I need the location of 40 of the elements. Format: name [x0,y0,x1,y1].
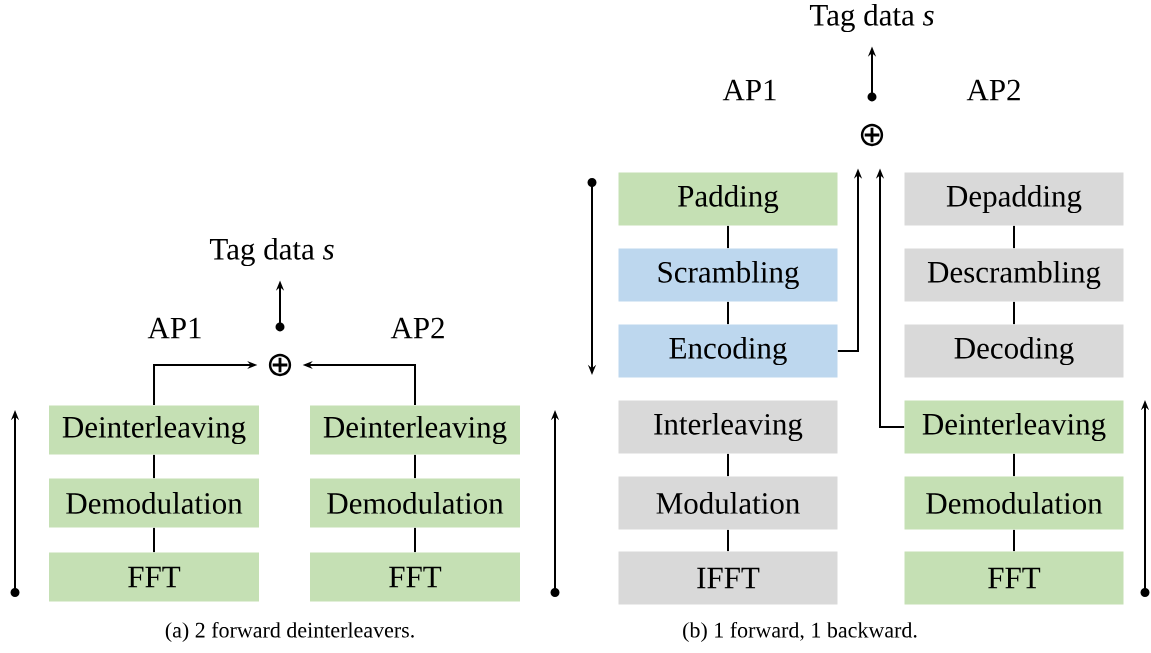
process-box: FFT [310,552,520,602]
process-box: Interleaving [618,400,838,454]
process-box: Encoding [618,324,838,378]
process-box: Demodulation [310,478,520,528]
connector-line [153,526,155,554]
process-box: Deinterleaving [310,405,520,455]
process-box: Modulation [618,476,838,530]
output-label: Tag data s [209,237,334,267]
ap-label: AP2 [390,317,444,339]
connector-line [727,300,729,326]
sum-symbol: ⊕ [268,353,292,377]
process-box: Demodulation [904,476,1124,530]
ap-label: AP1 [722,79,776,101]
process-box: FFT [49,552,259,602]
caption: (b) 1 forward, 1 backward. [683,621,917,643]
connector-line [727,452,729,478]
connector-line [1013,528,1015,553]
process-box: Deinterleaving [904,400,1124,454]
connector-line [414,526,416,554]
connector-line [414,453,416,480]
connector-line [1013,300,1015,326]
connector-line [1013,224,1015,250]
connector-line [727,528,729,553]
process-box: FFT [904,551,1124,605]
ap-label: AP1 [147,317,201,339]
process-box: Deinterleaving [49,405,259,455]
process-box: Padding [618,172,838,226]
process-box: Depadding [904,172,1124,226]
process-box: Demodulation [49,478,259,528]
process-box: Decoding [904,324,1124,378]
process-box: Descrambling [904,248,1124,302]
output-label: Tag data s [809,3,934,33]
process-box: Scrambling [618,248,838,302]
connector-line [153,453,155,480]
connector-line [1013,452,1015,478]
ap-label: AP2 [966,79,1020,101]
process-box: IFFT [618,551,838,605]
connector-line [727,224,729,250]
sum-symbol: ⊕ [860,123,884,147]
caption: (a) 2 forward deinterleavers. [165,621,414,643]
